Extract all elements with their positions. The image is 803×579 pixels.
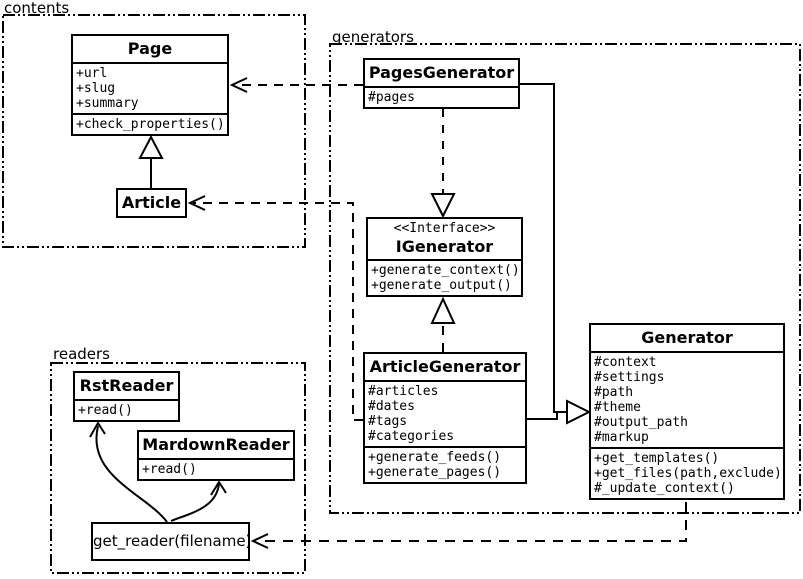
edge-articlegenerator-extends-generator — [527, 399, 592, 425]
attribute: +slug — [76, 81, 116, 96]
class-box-generator: Generator #context #settings #path #them… — [589, 323, 785, 500]
method: +check_properties() — [76, 117, 225, 132]
class-box-igenerator: <<Interface>> IGenerator +generate_conte… — [366, 217, 523, 297]
method: +read() — [78, 403, 133, 418]
class-box-pagesgenerator: PagesGenerator #pages — [363, 58, 520, 109]
edge-pagesgenerator-extends-generator — [520, 83, 567, 413]
package-label-readers: readers — [53, 345, 110, 363]
class-name-generator: Generator — [641, 328, 733, 347]
class-box-article: Article — [116, 188, 187, 218]
attributes-compartment: #context #settings #path #theme #output_… — [591, 351, 783, 447]
edge-generator-depends-getreader — [250, 502, 687, 549]
class-name-article: Article — [121, 193, 182, 212]
edge-article-extends-page — [138, 134, 164, 188]
package-border-readers — [50, 362, 306, 574]
class-name-igenerator: IGenerator — [395, 237, 494, 256]
attributes-compartment: #pages — [365, 86, 518, 107]
attribute: #settings — [594, 370, 665, 385]
edge-pagesgenerator-depends-page — [229, 77, 363, 93]
package-label-generators: generators — [332, 28, 414, 46]
attribute: #theme — [594, 400, 641, 415]
method: +generate_context() — [371, 263, 520, 278]
package-label-contents: contents — [4, 0, 70, 17]
method: +get_templates() — [594, 451, 720, 466]
stereotype-interface: <<Interface>> — [393, 221, 496, 236]
methods-compartment: +generate_context() +generate_output() — [368, 259, 521, 295]
package-border-contents — [2, 14, 306, 248]
package-border-generators — [329, 43, 801, 514]
function-name-get-reader: get_reader(filename) — [93, 532, 252, 550]
edge-getreader-calls-mardownreader — [170, 480, 227, 522]
class-box-mardownreader: MardownReader +read() — [137, 430, 295, 481]
attribute: #markup — [594, 430, 649, 445]
attribute: #tags — [368, 414, 408, 429]
method: +generate_output() — [371, 278, 512, 293]
attribute: #output_path — [594, 415, 688, 430]
edge-pagesgenerator-realizes-igenerator — [430, 109, 456, 219]
methods-compartment: +get_templates() +get_files(path,exclude… — [591, 447, 783, 498]
attribute: +summary — [76, 96, 139, 111]
methods-compartment: +generate_feeds() +generate_pages() — [365, 446, 525, 482]
edge-articlegenerator-depends-article — [187, 195, 363, 421]
method: +generate_feeds() — [368, 450, 502, 465]
method: #_update_context() — [594, 481, 735, 496]
methods-compartment: +check_properties() — [73, 113, 227, 134]
class-name-pagesgenerator: PagesGenerator — [368, 63, 515, 82]
methods-compartment: +read() — [139, 458, 293, 479]
attributes-compartment: #articles #dates #tags #categories — [365, 380, 525, 446]
class-box-page: Page +url +slug +summary +check_properti… — [71, 34, 229, 136]
method: +get_files(path,exclude) — [594, 466, 782, 481]
class-box-articlegenerator: ArticleGenerator #articles #dates #tags … — [363, 352, 527, 484]
attribute: #articles — [368, 384, 439, 399]
methods-compartment: +read() — [75, 399, 178, 420]
method: +generate_pages() — [368, 465, 502, 480]
edge-getreader-calls-rstreader — [89, 421, 168, 523]
attribute: #pages — [368, 90, 415, 105]
class-name-mardownreader: MardownReader — [142, 435, 290, 454]
method: +read() — [142, 462, 197, 477]
class-name-page: Page — [127, 39, 173, 58]
attribute: #dates — [368, 399, 415, 414]
attribute: #context — [594, 355, 657, 370]
class-name-articlegenerator: ArticleGenerator — [369, 357, 521, 376]
class-box-rstreader: RstReader +read() — [73, 371, 180, 422]
attribute: #path — [594, 385, 634, 400]
attributes-compartment: +url +slug +summary — [73, 62, 227, 113]
class-name-rstreader: RstReader — [79, 376, 174, 395]
attribute: #categories — [368, 429, 455, 444]
function-box-get-reader: get_reader(filename) — [91, 522, 252, 561]
attribute: +url — [76, 66, 108, 81]
edge-articlegenerator-realizes-igenerator — [430, 296, 456, 352]
